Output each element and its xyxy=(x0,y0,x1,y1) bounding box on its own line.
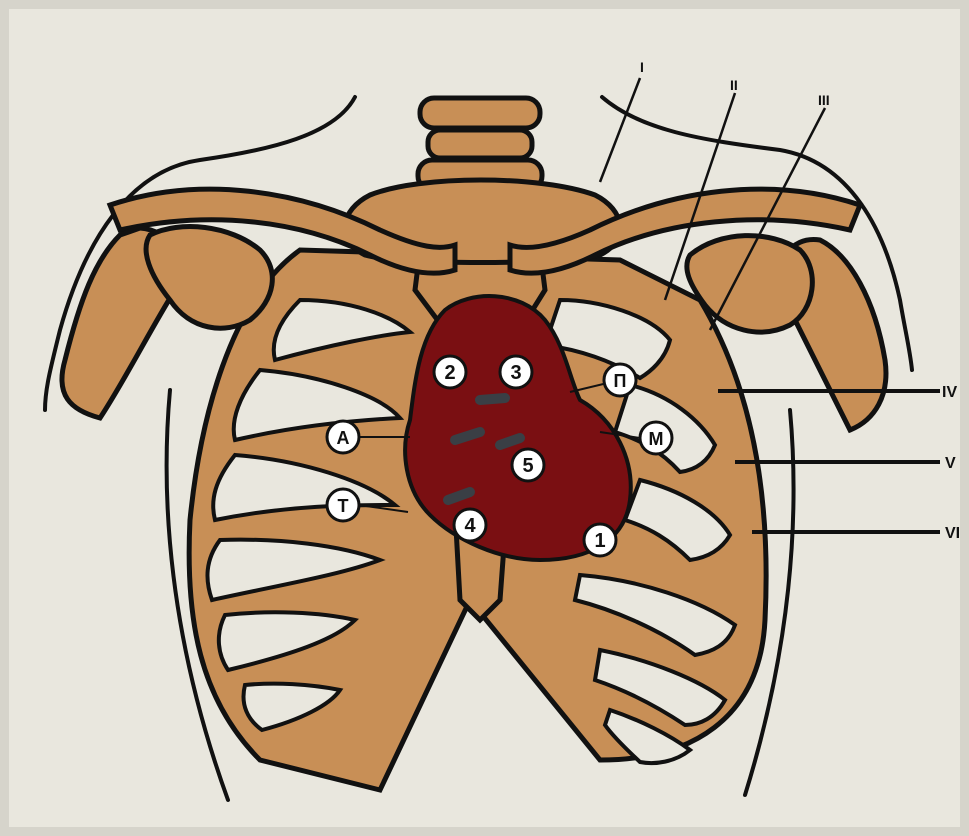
marker-a: A xyxy=(327,421,359,453)
marker-m-text: M xyxy=(649,429,664,449)
marker-p4-text: 4 xyxy=(464,515,476,537)
label-rib-ii: II xyxy=(730,77,738,93)
label-rib-i: I xyxy=(640,59,644,75)
marker-m: M xyxy=(640,422,672,454)
marker-p2: 2 xyxy=(434,356,466,388)
marker-p3-text: 3 xyxy=(510,362,521,384)
marker-p5-text: 5 xyxy=(522,455,533,477)
marker-p-cyr: П xyxy=(604,364,636,396)
marker-p5: 5 xyxy=(512,449,544,481)
marker-t-text: T xyxy=(338,496,349,516)
label-intercostal-v: V xyxy=(945,455,956,472)
label-intercostal-iv: IV xyxy=(942,384,957,401)
marker-p1-text: 1 xyxy=(594,530,605,552)
marker-a-text: A xyxy=(337,428,350,448)
label-intercostal-vi: VI xyxy=(945,525,960,542)
marker-p4: 4 xyxy=(454,509,486,541)
marker-t: T xyxy=(327,489,359,521)
marker-p2-text: 2 xyxy=(444,362,455,384)
marker-p1: 1 xyxy=(584,524,616,556)
marker-p-cyr-text: П xyxy=(614,371,627,391)
label-rib-iii: III xyxy=(818,92,830,108)
marker-p3: 3 xyxy=(500,356,532,388)
